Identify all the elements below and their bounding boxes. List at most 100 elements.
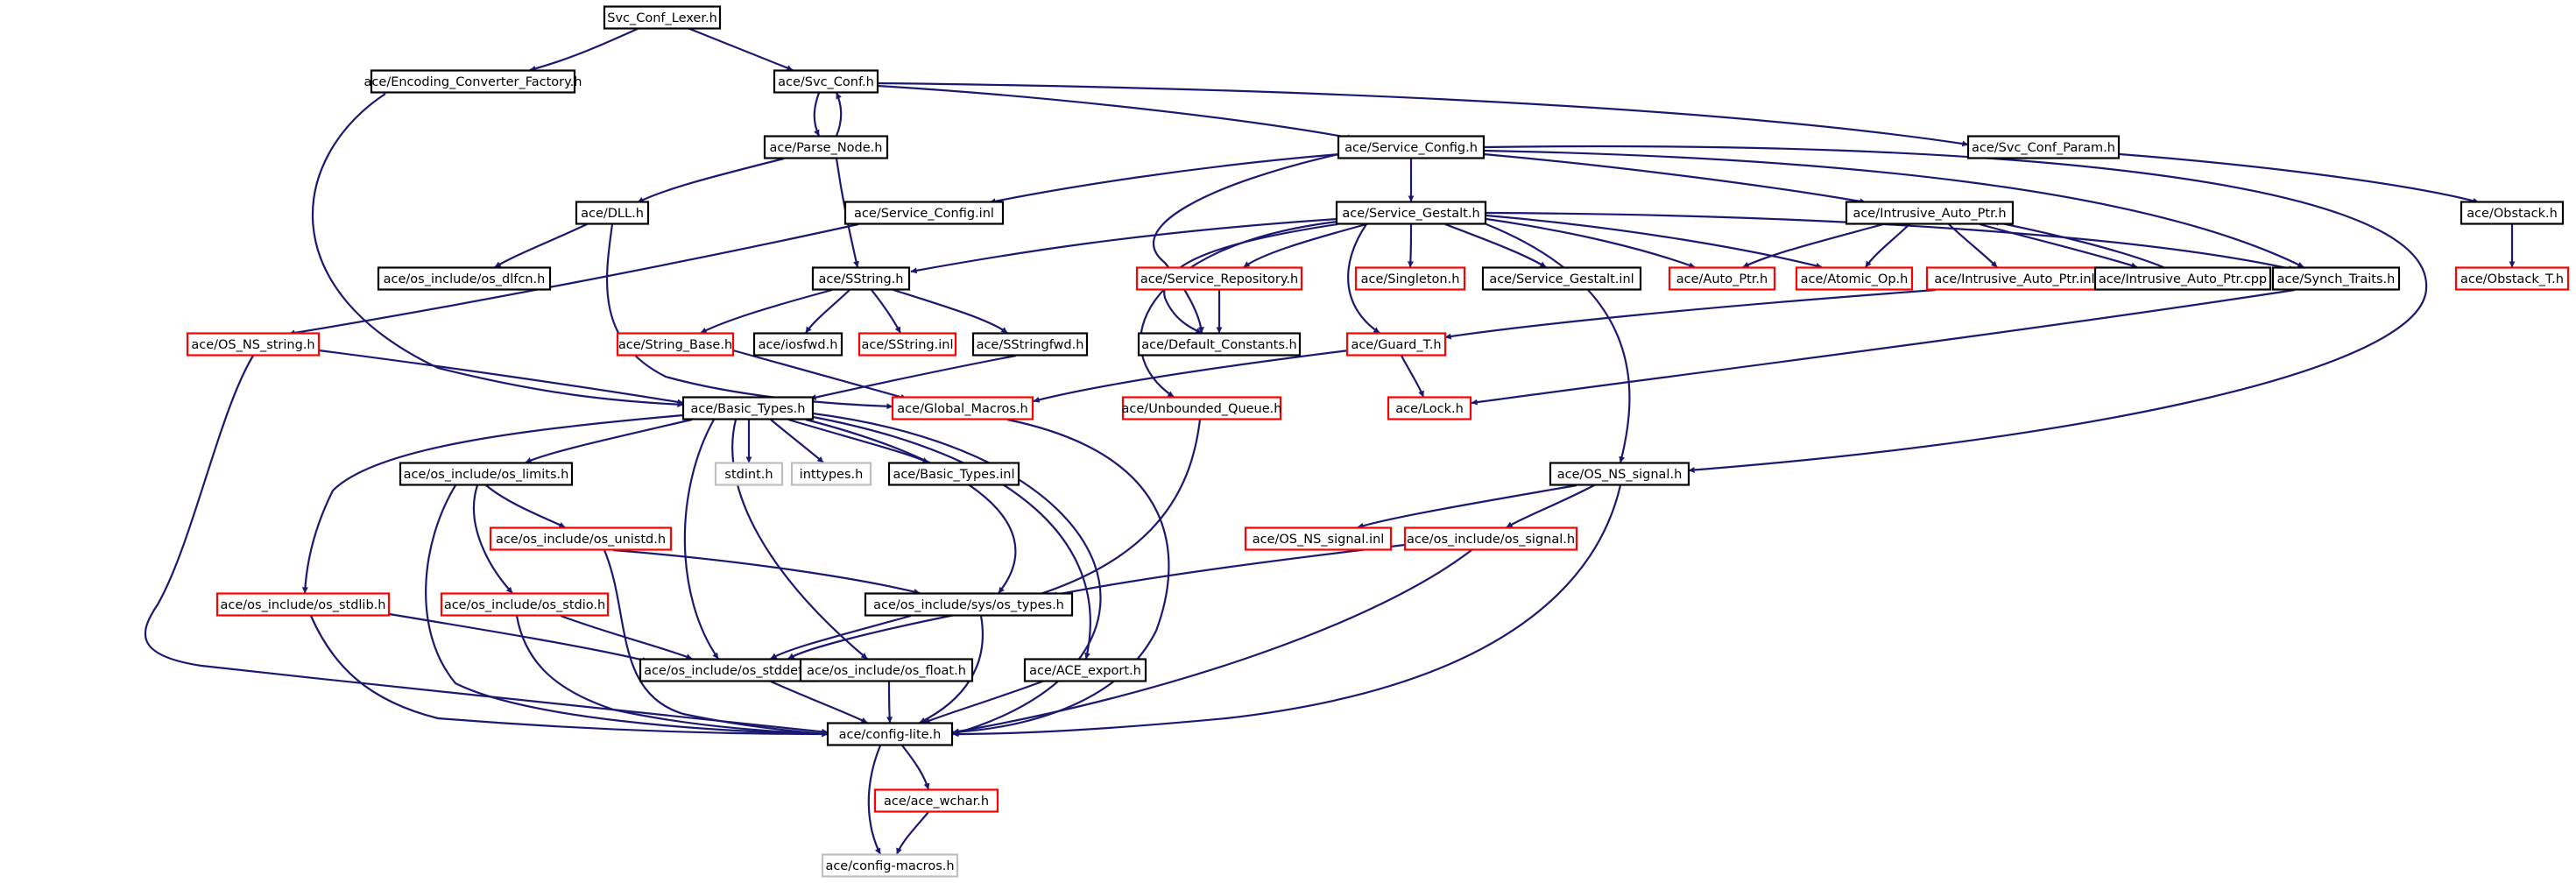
- edge-service_config-to-default_constants: [1153, 152, 1339, 334]
- node-os_limits[interactable]: ace/os_include/os_limits.h: [399, 462, 574, 486]
- node-svc_conf[interactable]: ace/Svc_Conf.h: [773, 69, 879, 94]
- node-svc_conf_lexer[interactable]: Svc_Conf_Lexer.h: [603, 5, 722, 30]
- node-box: [857, 332, 957, 357]
- node-intrusive_auto_ptr_cpp[interactable]: ace/Intrusive_Auto_Ptr.cpp: [2093, 266, 2272, 291]
- node-os_stdlib[interactable]: ace/os_include/os_stdlib.h: [215, 592, 391, 617]
- node-box: [1668, 266, 1776, 291]
- edge-guard_t-to-lock: [1401, 355, 1425, 398]
- node-label: ace/Singleton.h: [1361, 272, 1460, 286]
- node-label: ace/Svc_Conf.h: [778, 75, 874, 89]
- node-box: [1135, 266, 1303, 291]
- node-ace_export[interactable]: ace/ACE_export.h: [1023, 658, 1147, 682]
- node-config_lite[interactable]: ace/config-lite.h: [826, 722, 954, 746]
- edge-intrusive_auto_ptr_cpp-to-intrusive_auto_ptr: [1992, 219, 2164, 269]
- node-service_config[interactable]: ace/Service_Config.h: [1337, 135, 1486, 159]
- node-service_config_inl[interactable]: ace/Service_Config.inl: [843, 201, 1005, 225]
- node-label: ace/Lock.h: [1395, 402, 1464, 416]
- node-os_stddef[interactable]: ace/os_include/os_stddef.h: [639, 658, 819, 682]
- node-lock[interactable]: ace/Lock.h: [1387, 396, 1472, 420]
- node-box: [1354, 266, 1466, 291]
- node-os_ns_string[interactable]: ace/OS_NS_string.h: [186, 332, 321, 357]
- node-label: ace/config-lite.h: [839, 728, 942, 742]
- edge-service_config-to-os_ns_signal: [1483, 145, 2428, 473]
- node-synch_traits[interactable]: ace/Synch_Traits.h: [2271, 266, 2401, 291]
- node-singleton[interactable]: ace/Singleton.h: [1354, 266, 1466, 291]
- node-os_unistd[interactable]: ace/os_include/os_unistd.h: [489, 526, 673, 551]
- edge-service_gestalt-to-guard_t: [1347, 223, 1380, 334]
- node-default_constants[interactable]: ace/Default_Constants.h: [1137, 332, 1302, 357]
- node-os_types[interactable]: ace/os_include/sys/os_types.h: [864, 592, 1074, 617]
- node-label: ace/os_include/os_unistd.h: [496, 533, 666, 547]
- node-box: [1845, 201, 2015, 225]
- node-os_ns_signal[interactable]: ace/OS_NS_signal.h: [1549, 462, 1690, 486]
- node-obstack[interactable]: ace/Obstack.h: [2460, 201, 2565, 225]
- node-label: ace/iosfwd.h: [759, 338, 838, 352]
- node-obstack_t[interactable]: ace/Obstack_T.h: [2454, 266, 2570, 291]
- node-label: ace/Synch_Traits.h: [2277, 272, 2396, 286]
- node-basic_types[interactable]: ace/Basic_Types.h: [681, 396, 815, 420]
- edge-sstring-to-sstringfwd: [893, 288, 1008, 334]
- node-label: ace/Parse_Node.h: [770, 141, 883, 155]
- node-os_ns_signal_inl[interactable]: ace/OS_NS_signal.inl: [1244, 526, 1393, 551]
- node-inttypes[interactable]: inttypes.h: [790, 462, 872, 486]
- node-iosfwd[interactable]: ace/iosfwd.h: [752, 332, 843, 357]
- node-service_repository[interactable]: ace/Service_Repository.h: [1135, 266, 1303, 291]
- node-label: ace/OS_NS_signal.inl: [1253, 533, 1385, 547]
- edge-basic_types-to-os_float: [731, 419, 868, 660]
- node-encoding_converter_factory[interactable]: ace/Encoding_Converter_Factory.h: [364, 69, 582, 94]
- edge-ace_export-to-config_lite: [923, 680, 1043, 724]
- node-box: [891, 396, 1034, 420]
- node-os_dlfcn[interactable]: ace/os_include/os_dlfcn.h: [377, 266, 552, 291]
- node-label: ace/Service_Gestalt.h: [1342, 207, 1479, 221]
- edge-basic_types-to-inttypes: [770, 419, 824, 463]
- edge-os_ns_string-to-basic_types: [318, 349, 684, 406]
- edge-basic_types-to-config_lite: [812, 412, 1102, 736]
- edge-service_gestalt-to-singleton: [1407, 223, 1414, 268]
- node-box: [873, 788, 999, 813]
- edge-os_ns_string-to-config_lite: [144, 355, 829, 735]
- node-box: [1345, 332, 1447, 357]
- edge-encoding_converter_factory-to-basic_types: [311, 93, 684, 408]
- node-guard_t[interactable]: ace/Guard_T.h: [1345, 332, 1447, 357]
- node-os_signal[interactable]: ace/os_include/os_signal.h: [1403, 526, 1578, 551]
- node-parse_node[interactable]: ace/Parse_Node.h: [763, 135, 889, 159]
- node-auto_ptr[interactable]: ace/Auto_Ptr.h: [1668, 266, 1776, 291]
- edge-svc_conf-to-parse_node: [813, 92, 821, 137]
- edge-config_lite-to-ace_wchar: [901, 745, 930, 790]
- node-box: [811, 266, 911, 291]
- node-label: ace/Service_Config.h: [1344, 141, 1478, 155]
- node-ace_wchar[interactable]: ace/ace_wchar.h: [873, 788, 999, 813]
- node-unbounded_queue[interactable]: ace/Unbounded_Queue.h: [1122, 396, 1282, 420]
- node-dll[interactable]: ace/DLL.h: [575, 201, 650, 225]
- node-string_base[interactable]: ace/String_Base.h: [616, 332, 735, 357]
- edge-sstringfwd-to-basic_types: [809, 354, 1017, 400]
- node-intrusive_auto_ptr[interactable]: ace/Intrusive_Auto_Ptr.h: [1845, 201, 2015, 225]
- node-box: [790, 462, 872, 486]
- node-intrusive_auto_ptr_inl[interactable]: ace/Intrusive_Auto_Ptr.inl: [1925, 266, 2104, 291]
- edge-intrusive_auto_ptr-to-auto_ptr: [1742, 223, 1884, 268]
- edge-synch_traits-to-lock: [1471, 288, 2296, 406]
- edge-string_base-to-global_macros: [732, 349, 907, 400]
- edge-svc_conf_lexer-to-encoding_converter_factory: [529, 26, 640, 72]
- node-stdint[interactable]: stdint.h: [714, 462, 784, 486]
- node-sstringfwd[interactable]: ace/SStringfwd.h: [971, 332, 1089, 357]
- edge-sstring-to-iosfwd: [805, 289, 850, 334]
- edge-os_stdlib-to-os_stddef: [367, 609, 649, 663]
- node-box: [639, 658, 819, 682]
- edge-svc_conf-to-svc_conf_param: [877, 81, 1969, 147]
- node-sstring[interactable]: ace/SString.h: [811, 266, 911, 291]
- node-sstring_inl[interactable]: ace/SString.inl: [857, 332, 957, 357]
- node-box: [489, 526, 673, 551]
- node-box: [1925, 266, 2104, 291]
- node-basic_types_inl[interactable]: ace/Basic_Types.inl: [887, 462, 1020, 486]
- node-os_float[interactable]: ace/os_include/os_float.h: [799, 658, 974, 682]
- edge-os_unistd-to-config_lite: [603, 549, 829, 737]
- node-svc_conf_param[interactable]: ace/Svc_Conf_Param.h: [1966, 135, 2121, 159]
- node-service_gestalt[interactable]: ace/Service_Gestalt.h: [1335, 201, 1487, 225]
- node-os_stdio[interactable]: ace/os_include/os_stdio.h: [440, 592, 610, 617]
- node-config_macros[interactable]: ace/config-macros.h: [821, 853, 959, 878]
- node-label: ace/Atomic_Op.h: [1801, 272, 1909, 286]
- node-service_gestalt_inl[interactable]: ace/Service_Gestalt.inl: [1481, 266, 1642, 291]
- node-global_macros[interactable]: ace/Global_Macros.h: [891, 396, 1034, 420]
- node-atomic_op[interactable]: ace/Atomic_Op.h: [1795, 266, 1914, 291]
